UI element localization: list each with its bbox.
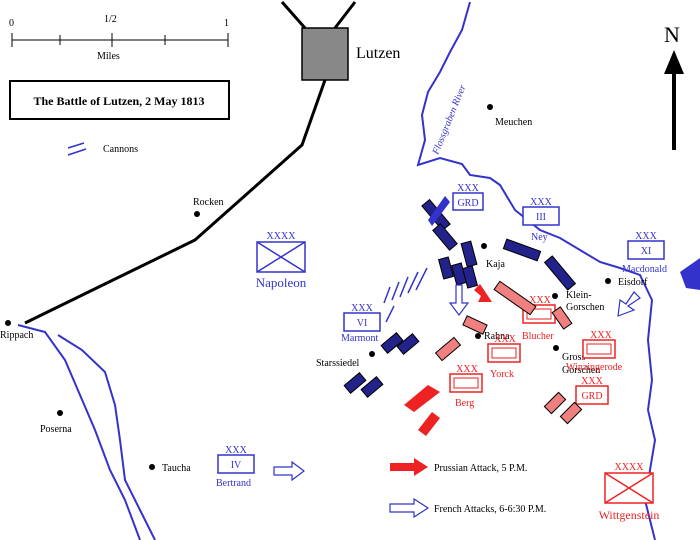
prussian-attack-legend-label: Prussian Attack, 5 P.M. xyxy=(434,463,527,474)
north-label: N xyxy=(664,22,680,47)
town-kaja: Kaja xyxy=(486,259,505,270)
svg-text:Winzingerode: Winzingerode xyxy=(566,362,623,373)
scale-bar: 0 1/2 1 Miles xyxy=(9,14,229,62)
river-label: Flossgraben River xyxy=(430,83,468,157)
svg-text:XXX: XXX xyxy=(494,334,516,345)
french-guard-corps: XXX GRD xyxy=(452,183,484,211)
svg-text:XXX: XXX xyxy=(590,330,612,341)
svg-text:Napoleon: Napoleon xyxy=(256,275,307,290)
attack-arrows xyxy=(273,284,641,482)
cannon-line xyxy=(383,267,428,323)
french-attack-arrow-2 xyxy=(617,291,641,317)
allied-units: XXX Blucher XXX Winzingerode XXX Yorck X… xyxy=(449,295,660,522)
svg-text:XXX: XXX xyxy=(351,303,373,314)
lutzen-town: Lutzen xyxy=(301,27,400,81)
town-gross-gorschen-2: Gorschen xyxy=(562,365,600,376)
svg-text:IV: IV xyxy=(231,460,242,471)
svg-text:Ney: Ney xyxy=(531,232,548,243)
town-gross-gorschen-1: Gross - xyxy=(562,352,591,363)
svg-text:Bertrand: Bertrand xyxy=(216,478,251,489)
svg-text:VI: VI xyxy=(357,318,368,329)
town-klein-gorschen-2: Gorschen xyxy=(566,302,604,313)
svg-text:Berg: Berg xyxy=(455,398,474,409)
scale-tick-half: 1/2 xyxy=(104,14,117,25)
town-eisdorf: Eisdorf xyxy=(618,277,648,288)
town-lutzen: Lutzen xyxy=(356,45,400,62)
town-klein-gorschen-1: Klein- xyxy=(566,290,592,301)
town-rahna: Rahna xyxy=(484,331,510,342)
river-west-2 xyxy=(57,334,156,540)
cannons-legend: Cannons xyxy=(67,142,138,156)
allied-troop-blocks xyxy=(434,280,583,425)
allied-guard-corps: XXX GRD xyxy=(575,376,609,405)
svg-text:XXX: XXX xyxy=(530,197,552,208)
svg-text:XXX: XXX xyxy=(457,183,479,194)
town-rocken: Rocken xyxy=(193,197,224,208)
town-starssiedel: Starssiedel xyxy=(316,358,360,369)
town-rippach: Rippach xyxy=(0,330,33,341)
french-ney-corps: XXX III Ney xyxy=(522,197,560,243)
title-box: The Battle of Lutzen, 2 May 1813 xyxy=(9,80,230,120)
svg-text:Yorck: Yorck xyxy=(490,369,514,380)
cannon-icon xyxy=(67,142,85,149)
svg-text:Blucher: Blucher xyxy=(522,331,554,342)
french-napoleon-army: XXXX Napoleon xyxy=(256,231,307,290)
french-bertrand-corps: XXX IV Bertrand xyxy=(216,445,255,489)
svg-text:XXXX: XXXX xyxy=(615,462,645,473)
river-west-1 xyxy=(17,324,141,540)
svg-text:XXX: XXX xyxy=(529,295,551,306)
french-units: XXX GRD XXX III Ney XXX XI Macdonald XXX… xyxy=(216,183,667,489)
road-lutzen-rippach xyxy=(24,79,327,325)
prussian-attack-legend-icon xyxy=(390,458,428,476)
allied-wittgenstein-army: XXXX Wittgenstein xyxy=(599,462,660,522)
svg-text:Marmont: Marmont xyxy=(341,333,378,344)
svg-text:III: III xyxy=(536,212,546,223)
scale-tick-1: 1 xyxy=(224,18,229,29)
svg-text:XXX: XXX xyxy=(456,364,478,375)
town-taucha: Taucha xyxy=(162,463,191,474)
svg-text:Wittgenstein: Wittgenstein xyxy=(599,508,660,522)
allied-winzingerode-corps: XXX Winzingerode xyxy=(566,330,623,373)
svg-text:XXXX: XXXX xyxy=(267,231,297,242)
svg-text:XI: XI xyxy=(641,246,652,257)
svg-text:GRD: GRD xyxy=(457,198,478,209)
road-north-exits xyxy=(280,1,357,29)
roads xyxy=(24,1,357,325)
svg-text:XXX: XXX xyxy=(225,445,247,456)
french-attacks-legend-label: French Attacks, 6-6:30 P.M. xyxy=(434,504,546,515)
scale-tick-0: 0 xyxy=(9,18,14,29)
svg-text:GRD: GRD xyxy=(581,391,602,402)
allied-berg-corps: XXX Berg xyxy=(449,364,483,409)
svg-text:Macdonald: Macdonald xyxy=(622,264,667,275)
town-meuchen: Meuchen xyxy=(495,117,532,128)
allied-cavalry-hatches xyxy=(404,385,440,436)
svg-text:XXX: XXX xyxy=(581,376,603,387)
cannons-legend-label: Cannons xyxy=(103,144,138,155)
off-map-forces xyxy=(428,196,700,290)
map-title: The Battle of Lutzen, 2 May 1813 xyxy=(34,94,205,108)
french-macdonald-corps: XXX XI Macdonald xyxy=(622,231,667,275)
french-attacks-legend-icon xyxy=(389,497,430,519)
svg-text:XXX: XXX xyxy=(635,231,657,242)
french-attack-arrow-3 xyxy=(273,460,305,482)
prussian-attack-arrow xyxy=(474,284,492,302)
north-arrow: N xyxy=(664,22,684,150)
allied-yorck-corps: XXX Yorck xyxy=(487,334,521,380)
town-markers xyxy=(5,104,611,470)
attack-legend: Prussian Attack, 5 P.M. French Attacks, … xyxy=(389,458,546,519)
french-marmont-corps: XXX VI Marmont xyxy=(341,303,381,344)
town-labels: Meuchen Rocken Rippach Poserna Taucha Ka… xyxy=(0,117,648,474)
town-poserna: Poserna xyxy=(40,424,72,435)
french-attack-arrow-1 xyxy=(448,284,470,316)
scale-unit: Miles xyxy=(97,51,120,62)
